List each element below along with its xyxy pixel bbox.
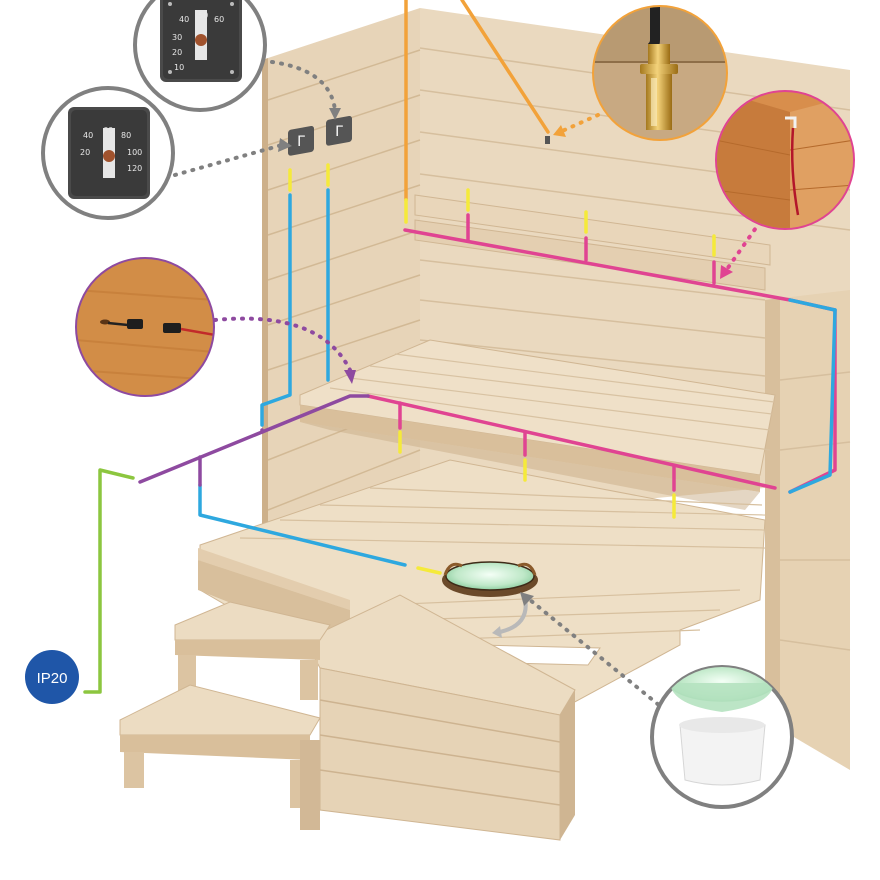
hygro-scale-5: 120 — [127, 164, 142, 173]
callout-connectors — [173, 60, 762, 712]
green-wire — [83, 468, 135, 694]
thermo-scale-6: 10 — [174, 63, 184, 72]
front-bench-top — [198, 548, 350, 610]
thermometer-panel-icon: 40 50 60 30 20 10 — [133, 0, 267, 112]
hygro-scale-3: 80 — [121, 131, 131, 140]
corner-bench-side — [560, 690, 575, 840]
arrow-head-6 — [520, 592, 534, 606]
pink-wire-lower — [366, 394, 777, 490]
arrow-head-5 — [344, 370, 356, 384]
left-wall-edge — [262, 58, 268, 592]
right-wall-side — [765, 290, 850, 770]
cable-connector-icon — [75, 257, 215, 397]
arrow-head-4 — [720, 265, 733, 279]
right-wall-front — [765, 298, 780, 725]
blue-wire-3 — [198, 483, 407, 567]
blue-wire-right — [788, 298, 837, 312]
hygro-scale-2: 60 — [103, 126, 113, 135]
ceiling-light-fixture — [545, 136, 550, 144]
ip-rating-label: IP20 — [37, 670, 68, 687]
upper-bench-seat — [299, 339, 776, 476]
thermo-scale-5: 20 — [172, 48, 182, 57]
orange-wire-2 — [460, 0, 550, 134]
aroma-bowl-installed — [442, 561, 538, 597]
upper-bench-slats — [329, 353, 775, 451]
svg-text:Γ: Γ — [297, 134, 305, 150]
arrow-head-2 — [278, 138, 292, 152]
purple-wire — [138, 394, 370, 484]
thermo-scale-1: 40 — [179, 15, 189, 24]
ip-rating-badge: IP20 — [25, 650, 79, 704]
blue-wire-1 — [260, 193, 292, 427]
thermo-scale-3: 60 — [214, 15, 224, 24]
upper-backrest — [414, 194, 771, 266]
wires — [83, 0, 837, 694]
upper-bench-front — [300, 405, 760, 492]
ceiling-light-icon — [592, 5, 728, 141]
led-stubs — [288, 163, 716, 575]
steps — [119, 601, 331, 830]
hygro-scale-4: 100 — [127, 148, 142, 157]
thermo-scale-4: 30 — [172, 33, 182, 42]
wall-panel-hygrometer: Γ — [326, 116, 352, 146]
lower-platform-slats — [239, 487, 766, 641]
thermo-scale-2: 50 — [198, 11, 208, 20]
left-wall-planks — [267, 49, 421, 511]
arrow-head-1 — [329, 108, 341, 120]
corner-bench-planks — [319, 699, 561, 806]
wall-led-strip-icon — [715, 90, 855, 230]
wall-panel-thermometer: Γ — [288, 126, 314, 156]
arrow-head-3 — [553, 125, 566, 137]
aroma-bowl-icon — [650, 665, 794, 809]
hygro-scale-6: 20 — [80, 148, 90, 157]
blue-wire-right-2 — [788, 308, 837, 494]
hygrometer-panel-icon: 40 60 80 100 120 20 — [41, 86, 175, 220]
hygro-scale-1: 40 — [83, 131, 93, 140]
svg-text:Γ: Γ — [335, 124, 343, 140]
upper-bench-underside — [300, 422, 760, 510]
